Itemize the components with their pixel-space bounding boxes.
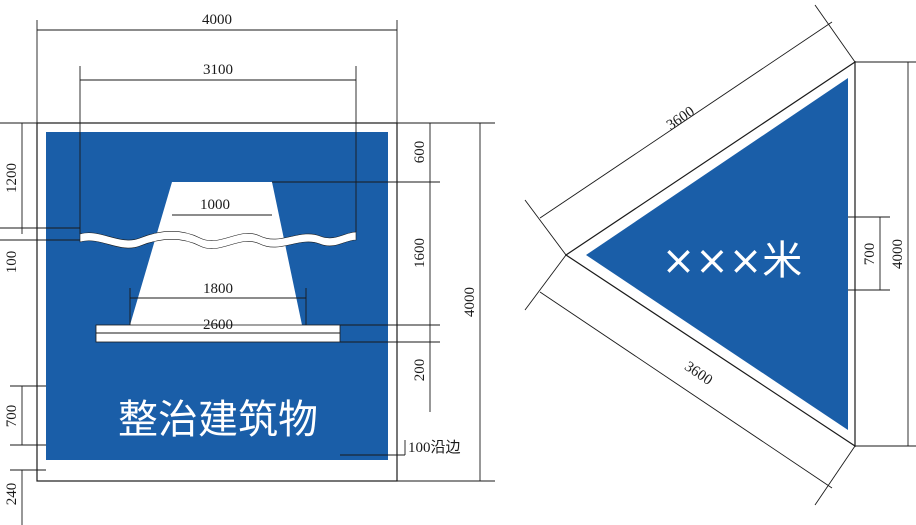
ext-line [524, 199, 567, 256]
dim-side-top-label: 3600 [664, 104, 698, 134]
structure-trapezoid [130, 182, 302, 325]
water-wave [79, 230, 357, 249]
dim-bottom-label: 240 [4, 483, 20, 506]
dim-width-label: 4000 [202, 12, 232, 28]
structure-base [95, 324, 341, 343]
dim-right-mid-label: 1600 [412, 238, 428, 268]
dim-base-width-label: 2600 [203, 317, 233, 333]
right-sign: ×××米 [564, 60, 856, 448]
left-sign-dimensions: 4000 3100 1000 1800 2600 1200 100 700 24… [0, 12, 495, 525]
dim-top-spacing-label: 1200 [4, 163, 20, 193]
dim-total-height-label: 4000 [462, 287, 478, 317]
right-sign-blue-field [586, 78, 848, 430]
border-label: 100沿边 [408, 439, 461, 456]
dim-line-side-top [539, 21, 833, 219]
dim-right-top-label: 600 [412, 141, 428, 164]
dim-wave-height-label: 100 [4, 251, 20, 274]
ext-line [814, 4, 856, 63]
dim-mid-width-label: 1800 [203, 281, 233, 297]
right-sign-text: ×××米 [662, 238, 803, 284]
left-sign: 整治建筑物 [36, 122, 398, 482]
dim-line-side-bottom [539, 291, 833, 489]
left-sign-title: 整治建筑物 [118, 397, 318, 443]
dim-side-bottom-label: 3600 [681, 359, 715, 389]
dim-inner-width-label: 3100 [203, 62, 233, 78]
ext-line [814, 445, 856, 506]
ext-line [524, 254, 567, 311]
dim-top-width-label: 1000 [200, 197, 230, 213]
right-sign-dimensions: 3600 3600 4000 700 [524, 4, 916, 506]
dim-right-base-label: 200 [412, 359, 428, 382]
dim-text-height-label: 700 [862, 243, 878, 266]
dim-height-label: 4000 [890, 239, 906, 269]
dim-title-height-label: 700 [4, 405, 20, 428]
